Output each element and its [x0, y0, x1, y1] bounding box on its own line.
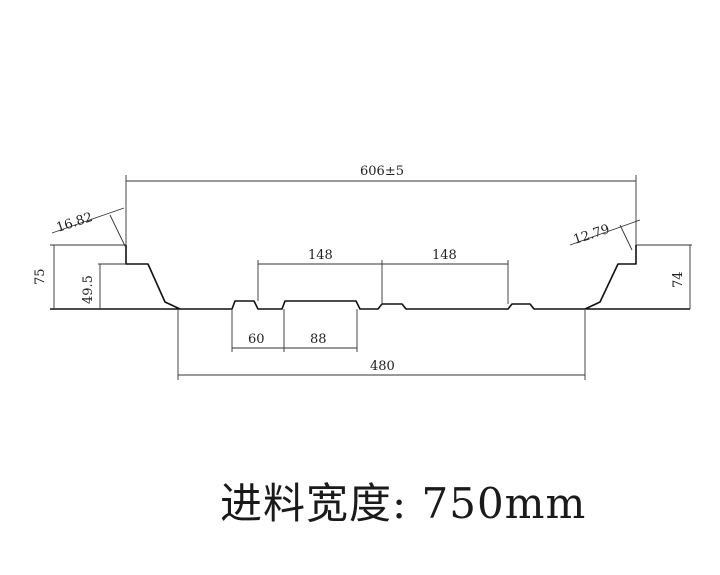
dim-right-angle: 12.79	[572, 222, 612, 248]
dim-bottom-60: 60	[248, 332, 265, 347]
dim-line-left-angle	[51, 207, 125, 234]
dim-rib-spacing-2: 148	[432, 248, 457, 263]
dim-rib-spacing-1: 148	[308, 248, 333, 263]
ext-line-right-angle	[619, 224, 633, 251]
dim-left-height: 75	[33, 268, 48, 285]
dim-line-right-angle	[569, 219, 641, 246]
dim-bottom-88: 88	[310, 332, 327, 347]
dim-overall-width: 606±5	[360, 164, 404, 179]
panel-profile	[50, 245, 690, 310]
dim-bottom-480: 480	[370, 359, 395, 374]
dim-left-inner-height: 49.5	[81, 275, 96, 304]
dim-right-height: 74	[671, 271, 686, 288]
ext-line-left-angle	[109, 214, 127, 249]
feed-width-caption: 进料宽度: 750mm	[220, 479, 587, 528]
dim-left-angle: 16.82	[55, 210, 95, 236]
